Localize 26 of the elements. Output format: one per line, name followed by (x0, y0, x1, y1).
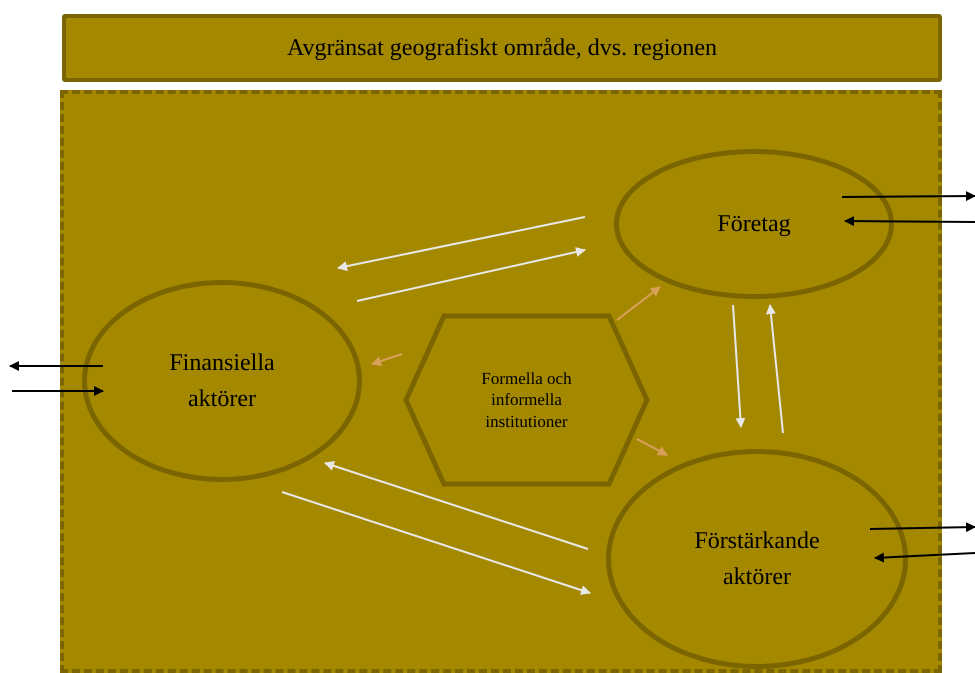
node-label: Finansiella aktörer (168, 349, 276, 414)
actor-ellipse (606, 449, 908, 669)
arrow (12, 386, 104, 396)
arrow (324, 461, 588, 550)
region-area (60, 90, 942, 673)
node-label: Företag (716, 210, 792, 239)
arrow (9, 361, 103, 371)
node-label: Formella och informella institutioner (480, 368, 573, 432)
arrow (636, 438, 668, 456)
arrow (870, 522, 975, 532)
arrow (616, 286, 661, 321)
arrow (371, 353, 402, 366)
arrow (282, 491, 591, 595)
actor-ellipse (614, 149, 894, 299)
actor-ellipse (82, 280, 362, 482)
node-label: Avgränsat geografiskt område, dvs. regionen (286, 34, 718, 63)
arrow (337, 216, 586, 272)
arrow (842, 191, 975, 202)
arrow (356, 247, 586, 302)
arrow (732, 304, 746, 428)
arrow (874, 552, 975, 563)
arrow (844, 216, 975, 226)
institution-hexagon (404, 314, 649, 486)
header-box (62, 14, 942, 82)
arrow (766, 304, 784, 434)
node-label: Förstärkande aktörer (693, 527, 821, 592)
